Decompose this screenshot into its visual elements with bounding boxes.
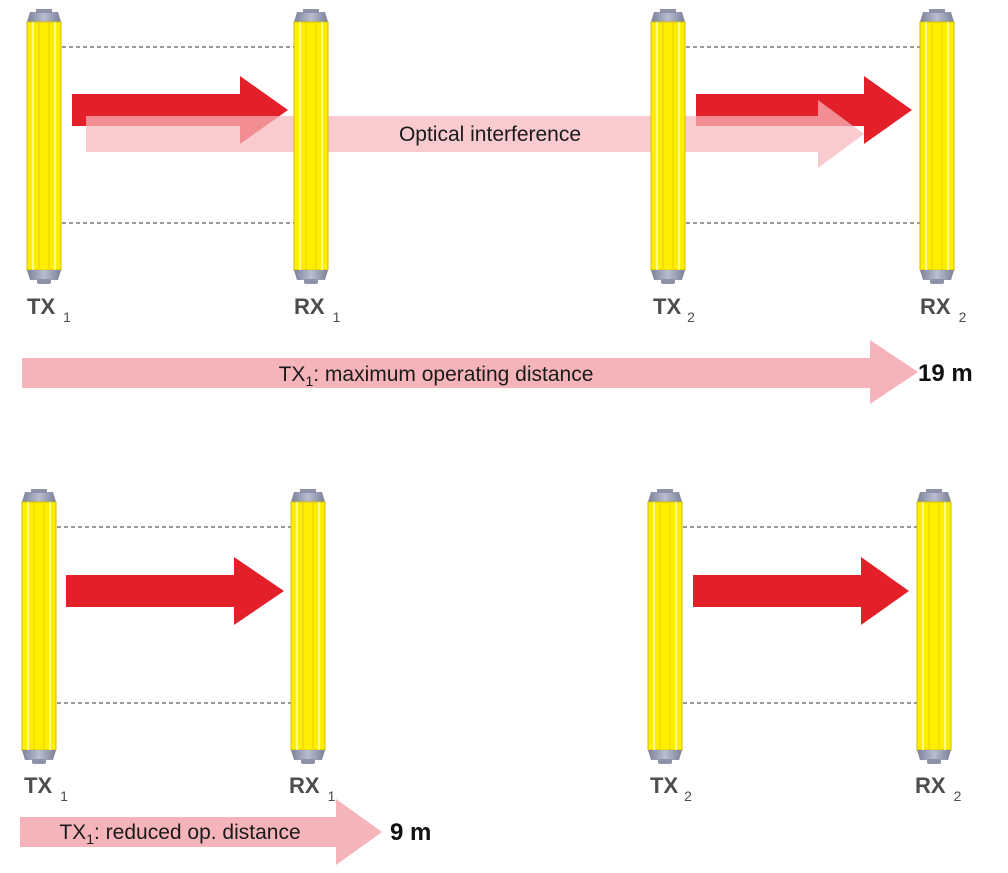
reduced-distance-value: 9 m: [390, 819, 431, 846]
max-distance-label: TX1: maximum operating distance: [279, 363, 594, 389]
tx1-light-curtain: [26, 8, 62, 285]
reduced-distance-arrow: [20, 799, 382, 865]
beam-arrow-tx2-rx2: [696, 76, 912, 144]
rx1-light-curtain-b: [290, 488, 326, 765]
interference-label: Optical interference: [399, 123, 581, 146]
reduced-distance-label: TX1: reduced op. distance: [59, 821, 300, 847]
beam-arrow-tx1-rx1: [72, 76, 288, 144]
beam-arrow-tx2-rx2-b: [693, 557, 909, 625]
max-distance-arrow: [22, 340, 918, 404]
max-distance-value: 19 m: [918, 360, 973, 387]
tx2-light-curtain: [650, 8, 686, 285]
rx2-light-curtain: [919, 8, 955, 285]
tx2-light-curtain-b: [647, 488, 683, 765]
beam-arrow-tx1-rx1-b: [66, 557, 284, 625]
rx1-light-curtain: [293, 8, 329, 285]
rx2-light-curtain-b: [916, 488, 952, 765]
tx1-light-curtain-b: [21, 488, 57, 765]
